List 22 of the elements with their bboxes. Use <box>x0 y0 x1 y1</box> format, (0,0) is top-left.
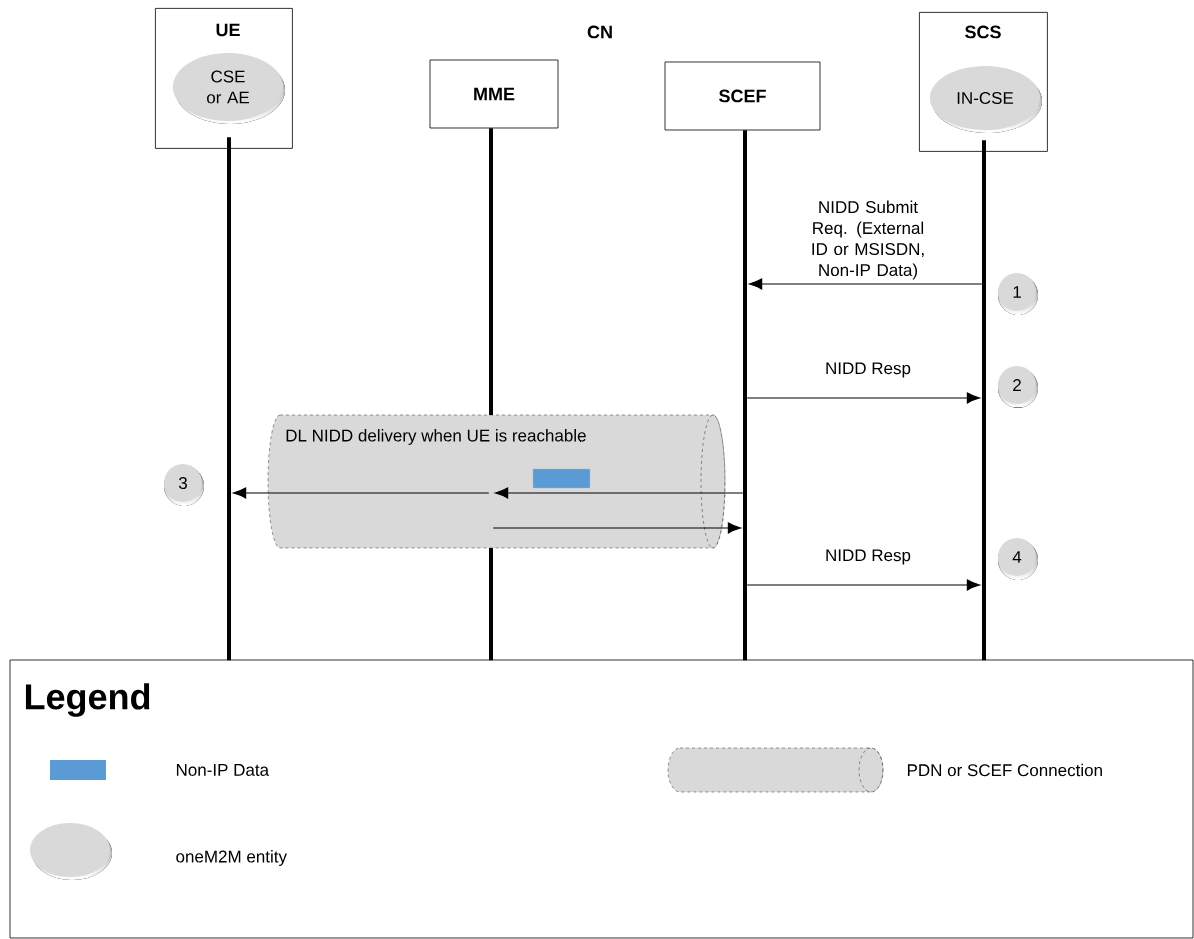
step-number: 3 <box>164 464 204 506</box>
group-label: CN <box>587 25 612 39</box>
cylinder-label: DL NIDD delivery when UE is reachable <box>286 429 586 445</box>
step-number: 1 <box>998 273 1038 315</box>
message-arrow <box>746 392 981 404</box>
legend-text: Non-IP Data <box>176 764 270 776</box>
message-label: NIDD Resp <box>826 549 911 565</box>
entity-box: SCEF <box>664 61 821 131</box>
message-arrow <box>748 278 983 290</box>
message-arrow <box>232 487 490 499</box>
legend-text: PDN or SCEF Connection <box>907 763 1102 777</box>
message-arrow <box>746 579 981 591</box>
legend-text: oneM2M entity <box>176 850 287 866</box>
entity-box: MME <box>429 59 559 129</box>
step-number: 2 <box>998 366 1038 408</box>
message-label: NIDD Resp <box>826 362 911 378</box>
legend-title: Legend <box>25 683 150 717</box>
message-arrow <box>492 522 742 534</box>
message-arrow <box>494 487 744 499</box>
message-label: NIDD Submit Req. (External ID or MSISDN, Non-IP Data) <box>812 200 924 280</box>
step-number: 4 <box>998 538 1038 580</box>
data-block <box>532 468 591 489</box>
